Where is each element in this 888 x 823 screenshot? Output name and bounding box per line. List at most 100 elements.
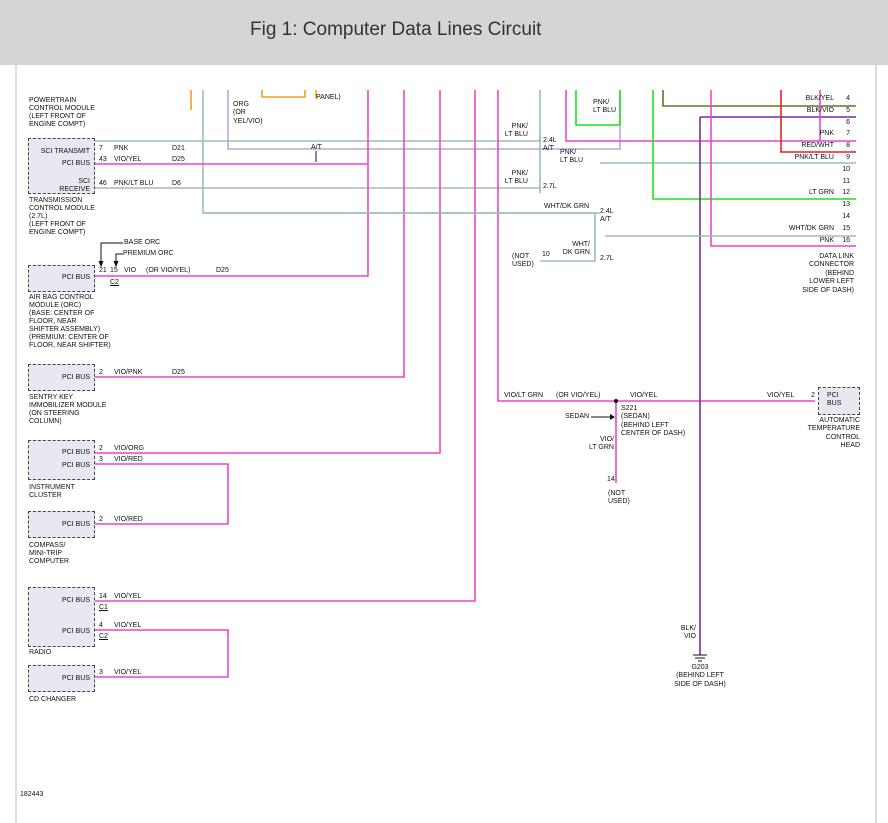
s221-left-wire bbox=[497, 90, 616, 402]
s221-vio-yel: VIO/YEL bbox=[630, 392, 658, 399]
atc-box bbox=[818, 387, 860, 415]
orc-pci-wire bbox=[95, 165, 369, 277]
dlc-pin-number: 11 bbox=[842, 177, 850, 185]
s221-vio-lt-grn-down: VIO/ LT GRN bbox=[588, 436, 614, 452]
radio-pci-bus-1: PCI BUS bbox=[61, 597, 90, 604]
cd-name: CD CHANGER bbox=[29, 696, 77, 703]
dlc-pin-wire: PNK bbox=[819, 236, 834, 244]
dlc-pin-number: 14 bbox=[842, 213, 850, 220]
atc-pin: 2 bbox=[811, 392, 815, 399]
s221-splice-dot bbox=[614, 399, 618, 403]
wire-lines bbox=[15, 65, 877, 823]
radio-pci-wire bbox=[95, 90, 476, 602]
wht-dk-grn-2: WHT/ DK GRN bbox=[562, 241, 590, 257]
orc-pci-bus: PCI BUS bbox=[61, 274, 90, 281]
pcm-wire-pnk: PNK bbox=[114, 145, 129, 152]
var-27-a: 2.7L bbox=[543, 183, 557, 190]
pcm-sci-receive: SCI RECEIVE bbox=[59, 178, 90, 193]
dlc-pin-number: 15 bbox=[842, 224, 850, 232]
pcm-name: POWERTRAIN CONTROL MODULE (LEFT FRONT OF… bbox=[29, 97, 95, 128]
atc-pci-bus: PCI BUS bbox=[827, 392, 842, 407]
compass-wire: VIO/RED bbox=[114, 516, 143, 523]
pcm-wire-pnk-lt-blu: PNK/LT BLU bbox=[114, 180, 154, 187]
lt-grn-pin12 bbox=[652, 90, 856, 200]
dlc-pin-number: 8 bbox=[846, 142, 850, 150]
orc-name: AIR BAG CONTROL MODULE (ORC) (BASE: CENT… bbox=[29, 294, 111, 349]
compass-pin: 2 bbox=[99, 516, 103, 523]
var-27-b: 2.7L bbox=[600, 255, 614, 262]
pcm-circuit-d21: D21 bbox=[172, 145, 185, 152]
dlc-pin-wire: RED/WHT bbox=[801, 142, 834, 150]
radio-cd-wire bbox=[95, 629, 229, 678]
radio-wire-1: VIO/YEL bbox=[114, 593, 142, 600]
pcm-pin-43: 43 bbox=[99, 156, 107, 163]
s221-or-vio-yel: (OR VIO/YEL) bbox=[556, 392, 601, 399]
skim-wire: VIO/PNK bbox=[114, 369, 143, 376]
org-or-label: ORG (OR YEL/VIO) bbox=[233, 101, 263, 125]
ground-wire-label: BLK/ VIO bbox=[680, 625, 696, 641]
sedan-arrow bbox=[591, 414, 615, 420]
compass-name: COMPASS/ MINI-TRIP COMPUTER bbox=[29, 542, 70, 565]
orc-connector: C2 bbox=[110, 279, 119, 286]
pcm-pin-7: 7 bbox=[99, 145, 103, 152]
cluster-pci-wire bbox=[95, 90, 441, 454]
radio-wire-2: VIO/YEL bbox=[114, 622, 142, 629]
cd-pci-bus: PCI BUS bbox=[61, 675, 90, 682]
skim-pci-bus: PCI BUS bbox=[61, 374, 90, 381]
premium-orc-label: PREMIUM ORC bbox=[123, 250, 174, 257]
var-24-at-2: 2.4L A/T bbox=[600, 208, 614, 224]
cd-wire: VIO/YEL bbox=[114, 669, 142, 676]
orc-wire: VIO bbox=[124, 267, 137, 274]
pcm-pci-wire bbox=[95, 90, 369, 165]
orc-box bbox=[28, 265, 95, 292]
pcm-pin-46: 46 bbox=[99, 180, 107, 187]
cluster-box bbox=[28, 440, 95, 480]
s221-not-used: (NOT USED) bbox=[608, 490, 630, 506]
pin-10: 10 bbox=[542, 251, 550, 258]
var-24-at: 2.4L A/T bbox=[543, 137, 557, 153]
at-label: A/T bbox=[311, 144, 322, 151]
skim-name: SENTRY KEY IMMOBILIZER MODULE (ON STEERI… bbox=[29, 394, 107, 425]
pnk-lt-blu-1: PNK/ LT BLU bbox=[504, 123, 528, 139]
pnk-lt-blu-3: PNK/ LT BLU bbox=[504, 170, 528, 186]
compass-box bbox=[28, 511, 95, 538]
panel-label: PANEL) bbox=[316, 94, 341, 101]
dlc-pin-number: 13 bbox=[842, 201, 850, 209]
pink-pin7 bbox=[565, 90, 820, 142]
dlc-pin-wire: WHT/DK GRN bbox=[788, 224, 834, 232]
cluster-wire-1: VIO/ORG bbox=[114, 445, 144, 452]
dlc-pin-number: 9 bbox=[846, 154, 850, 161]
not-used-1: (NOT USED) bbox=[512, 253, 534, 269]
compass-pci-bus: PCI BUS bbox=[61, 521, 90, 528]
orc-pin-21: 21 bbox=[99, 267, 107, 274]
base-orc-label: BASE ORC bbox=[124, 239, 161, 246]
ground-name: G203 (BEHIND LEFT SIDE OF DASH) bbox=[674, 664, 726, 688]
radio-pin-14: 14 bbox=[99, 593, 107, 600]
radio-conn-c2: C2 bbox=[99, 633, 108, 640]
cluster-pci-bus-2: PCI BUS bbox=[61, 462, 90, 469]
orc-wire-alt: (OR VIO/YEL) bbox=[146, 267, 191, 274]
dlc-pin-number: 16 bbox=[842, 236, 850, 244]
dlc-pin-wire: BLK/VIO bbox=[806, 106, 834, 114]
ground-symbol bbox=[693, 654, 707, 662]
s221-sedan: SEDAN bbox=[565, 413, 590, 420]
s221-name: S221 (SEDAN) (BEHIND LEFT CENTER OF DASH… bbox=[621, 405, 686, 438]
dlc-pin-number: 6 bbox=[846, 118, 850, 126]
pcm-pci-bus: PCI BUS bbox=[61, 160, 90, 167]
blk-yel-pin4 bbox=[662, 90, 856, 107]
red-wht-pin8 bbox=[780, 90, 856, 153]
orc-circuit: D25 bbox=[216, 267, 229, 274]
pnk-lt-blu-2: PNK/ LT BLU bbox=[560, 149, 584, 165]
pcm-circuit-d6: D6 bbox=[172, 180, 181, 187]
pcm-circuit-d25: D25 bbox=[172, 156, 185, 163]
skim-pci-wire bbox=[95, 90, 405, 378]
dlc-pin-wire: PNK/LT BLU bbox=[794, 154, 834, 161]
dlc-pin-wire: BLK/YEL bbox=[805, 95, 834, 102]
radio-box bbox=[28, 587, 95, 647]
title-bar: Fig 1: Computer Data Lines Circuit bbox=[0, 0, 888, 65]
dlc-pin-wire: PNK bbox=[819, 130, 834, 138]
cluster-pin-3: 3 bbox=[99, 456, 103, 463]
cluster-compass-wire bbox=[95, 463, 229, 525]
wht-dk-grn-splice bbox=[540, 213, 596, 262]
wiring-diagram: POWERTRAIN CONTROL MODULE (LEFT FRONT OF… bbox=[0, 65, 888, 823]
